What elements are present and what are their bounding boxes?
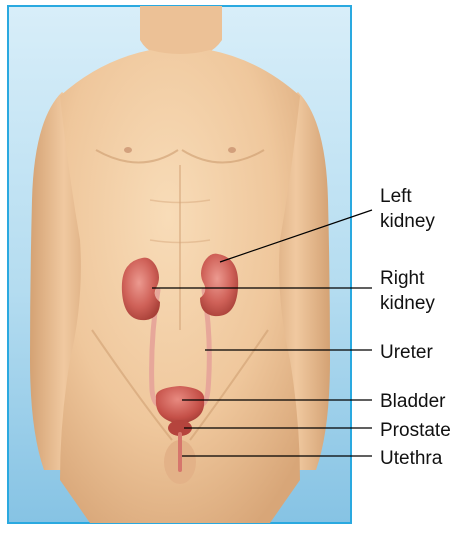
labels: Left kidney Right kidney Ureter Bladder …: [380, 186, 451, 469]
label-ureter: Ureter: [380, 342, 433, 363]
left-kidney-shape: [200, 254, 238, 316]
label-right-kidney-line1: Right: [380, 268, 425, 289]
label-left-kidney-line2: kidney: [380, 211, 435, 232]
label-prostate: Prostate: [380, 420, 451, 441]
label-right-kidney-line2: kidney: [380, 293, 435, 314]
label-urethra: Utethra: [380, 448, 443, 469]
label-left-kidney-line1: Left: [380, 186, 412, 207]
label-bladder: Bladder: [380, 391, 446, 412]
right-kidney-shape: [122, 258, 160, 320]
